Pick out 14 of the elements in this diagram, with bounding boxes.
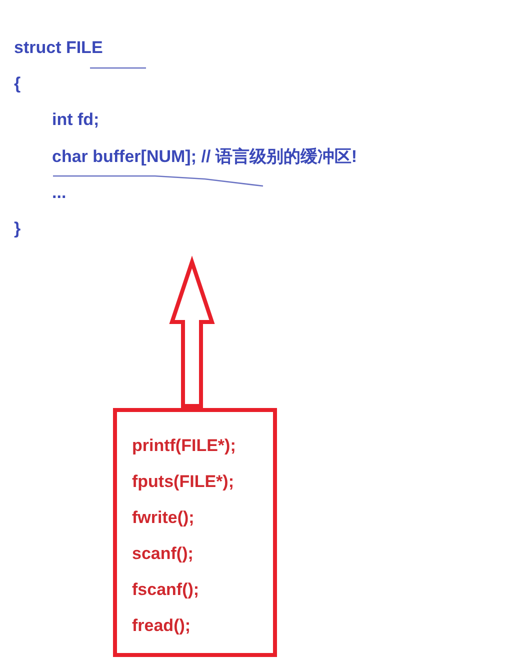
function-call: fputs(FILE*);: [132, 471, 234, 493]
code-line: }: [14, 218, 21, 240]
function-list-box: [113, 408, 277, 657]
code-line: char buffer[NUM]; // 语言级别的缓冲区!: [52, 146, 358, 168]
code-line: struct FILE: [14, 37, 103, 59]
function-call: fread();: [132, 615, 191, 637]
function-call: fscanf();: [132, 579, 200, 601]
block-arrow: [169, 256, 215, 408]
function-call: fwrite();: [132, 507, 194, 529]
code-line: ...: [52, 182, 66, 204]
function-call: scanf();: [132, 543, 194, 565]
function-call: printf(FILE*);: [132, 435, 236, 457]
code-line: {: [14, 73, 21, 95]
code-line: int fd;: [52, 109, 100, 131]
